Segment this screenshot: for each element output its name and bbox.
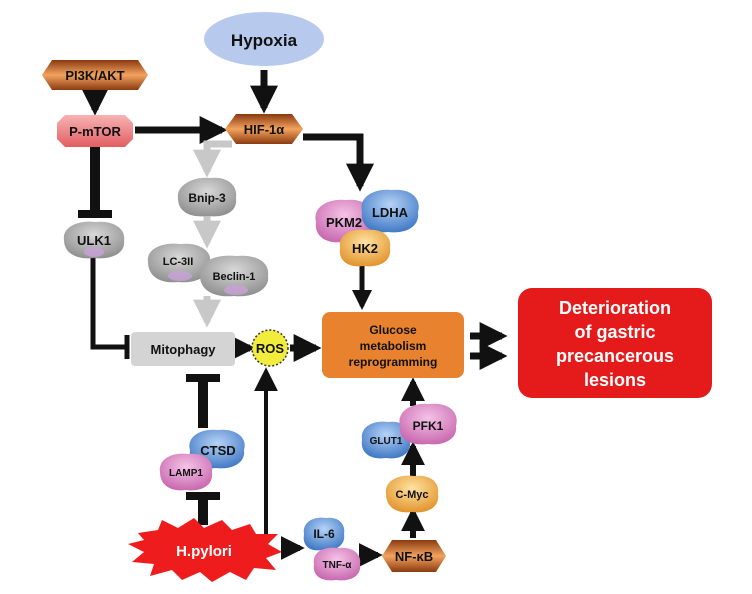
node-mitophagy: Mitophagy xyxy=(131,332,235,366)
node-tnfa: TNF-α xyxy=(313,547,361,581)
mitophagy-box xyxy=(131,332,235,366)
outcome-box xyxy=(518,288,712,398)
hypoxia-ellipse xyxy=(204,12,324,66)
lc3ii-blob xyxy=(147,243,211,283)
nfkb-label: NF-κB xyxy=(395,549,433,564)
pmtor-label: P-mTOR xyxy=(69,124,121,139)
hypoxia-label: Hypoxia xyxy=(231,31,298,50)
il6-label: IL-6 xyxy=(313,527,335,541)
pfk1-label: PFK1 xyxy=(413,419,444,433)
beclin1-label: Beclin-1 xyxy=(213,271,256,283)
edge-hif1a-bnip3 xyxy=(193,140,232,178)
node-bnip3: Bnip-3 xyxy=(177,177,237,217)
node-p-mtor: P-mTOR xyxy=(57,115,133,147)
node-glut1: GLUT1 xyxy=(361,421,411,459)
node-pkm2: PKM2 xyxy=(315,199,373,243)
node-pi3k-akt: PI3K/AKT xyxy=(42,60,148,90)
pi3k-hexagon xyxy=(42,60,148,90)
node-il6: IL-6 xyxy=(303,517,345,551)
hpylori-label: H.pylori xyxy=(176,543,232,560)
hif1a-hexagon xyxy=(225,114,303,144)
pi3k-label: PI3K/AKT xyxy=(65,68,124,83)
edge-hif1a-pkm2 xyxy=(303,133,374,192)
ros-label: ROS xyxy=(256,341,285,356)
node-hif1a: HIF-1α xyxy=(225,114,303,144)
edge-ulk1-mitophagy xyxy=(90,258,125,350)
node-lamp1: LAMP1 xyxy=(159,453,213,491)
node-pfk1: PFK1 xyxy=(399,403,457,445)
tnfa-blob xyxy=(313,547,361,581)
ulk1-blob xyxy=(63,221,125,259)
pkm2-label: PKM2 xyxy=(326,215,362,230)
node-ldha: LDHA xyxy=(361,189,419,233)
cmyc-blob xyxy=(385,475,439,513)
edges xyxy=(78,70,508,567)
node-ulk1: ULK1 xyxy=(63,221,125,259)
glut1-blob xyxy=(361,421,411,459)
glucose-label-2: metabolism xyxy=(360,339,427,353)
ulk1-label: ULK1 xyxy=(77,233,111,248)
lc3ii-highlight xyxy=(168,271,192,281)
glucose-label-3: reprogramming xyxy=(349,355,438,369)
hif1a-label: HIF-1α xyxy=(244,122,285,137)
nfkb-hexagon xyxy=(382,540,446,572)
lc3ii-label: LC-3II xyxy=(163,256,194,268)
node-hypoxia: Hypoxia xyxy=(204,12,324,66)
tnfa-label: TNF-α xyxy=(323,560,353,571)
hpylori-starburst xyxy=(128,518,282,582)
glucose-label-1: Glucose xyxy=(369,323,417,337)
ldha-blob xyxy=(361,189,419,233)
outcome-label-1: Deterioration xyxy=(559,298,671,318)
outcome-label-4: lesions xyxy=(584,370,646,390)
glucose-box xyxy=(322,312,464,378)
node-hk2: HK2 xyxy=(339,229,391,267)
outcome-label-2: of gastric xyxy=(574,322,655,342)
node-outcome: Deterioration of gastric precancerous le… xyxy=(518,288,712,398)
glut1-label: GLUT1 xyxy=(370,436,403,447)
ctsd-label: CTSD xyxy=(200,443,235,458)
node-ros: ROS xyxy=(251,329,289,367)
beclin1-blob xyxy=(199,255,269,297)
ulk1-highlight xyxy=(84,247,104,257)
node-glucose-reprogramming: Glucose metabolism reprogramming xyxy=(322,312,464,378)
pmtor-shape xyxy=(57,115,133,147)
hk2-blob xyxy=(339,229,391,267)
bnip3-blob xyxy=(177,177,237,217)
beclin1-highlight xyxy=(224,285,248,295)
mitophagy-label: Mitophagy xyxy=(151,342,217,357)
ldha-label: LDHA xyxy=(372,205,409,220)
lamp1-blob xyxy=(159,453,213,491)
il6-blob xyxy=(303,517,345,551)
cmyc-label: C-Myc xyxy=(395,489,428,501)
node-lc3ii: LC-3II xyxy=(147,243,211,283)
bnip3-label: Bnip-3 xyxy=(188,191,226,205)
pfk1-blob xyxy=(399,403,457,445)
node-cmyc: C-Myc xyxy=(385,475,439,513)
node-beclin1: Beclin-1 xyxy=(199,255,269,297)
lamp1-label: LAMP1 xyxy=(169,468,203,479)
hk2-label: HK2 xyxy=(352,241,378,256)
node-nfkb: NF-κB xyxy=(382,540,446,572)
outcome-label-3: precancerous xyxy=(556,346,674,366)
ros-circle xyxy=(251,329,289,367)
node-hpylori: H.pylori xyxy=(128,518,282,582)
